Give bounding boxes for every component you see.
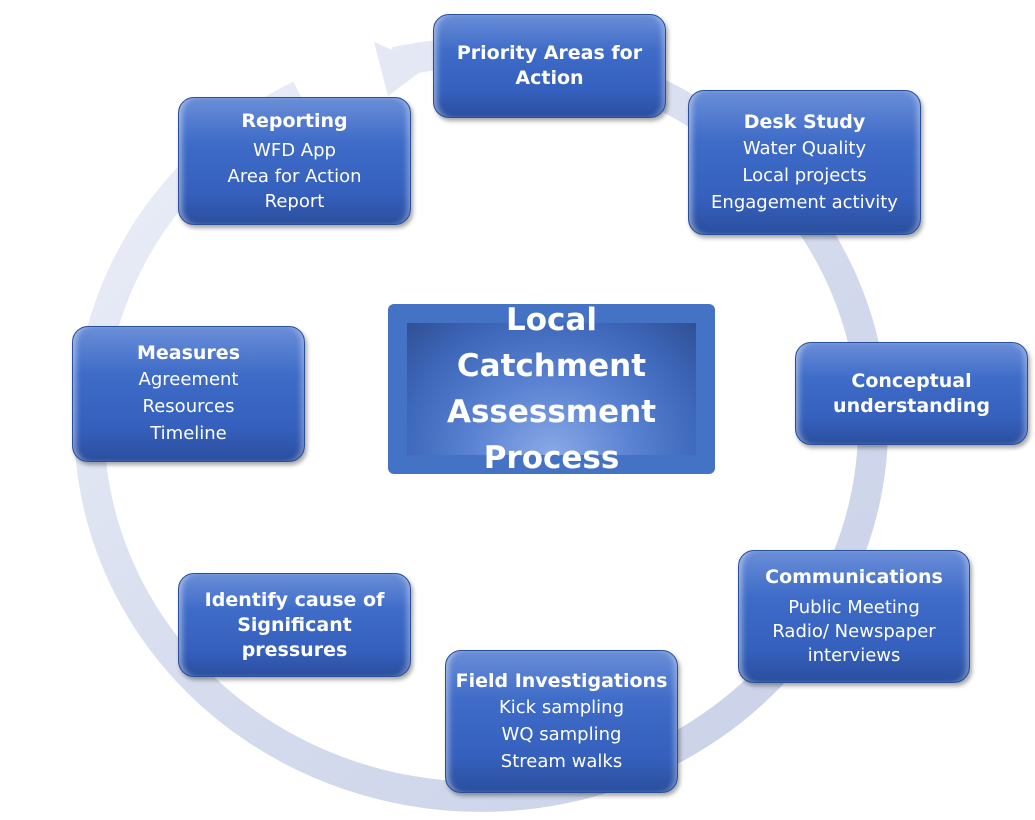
step-reporting: Reporting WFD App Area for Action Report [178,97,411,225]
step-item: Water Quality [742,137,867,159]
step-item: Engagement activity [711,191,898,213]
step-item: WFD App [253,139,336,161]
step-identify-cause: Identify cause of Significant pressures [178,573,411,677]
step-title: Identify cause of Significant pressures [204,588,385,661]
center-title: Local Catchment Assessment Process [407,302,696,476]
step-item: Stream walks [500,750,623,772]
step-item: Public Meeting [788,597,920,618]
step-item: Timeline [150,423,227,444]
step-title: Conceptual understanding [833,369,990,417]
step-title: Measures [136,342,240,364]
step-priority-areas: Priority Areas for Action [433,14,666,118]
step-title: Reporting [241,109,348,132]
step-item: Radio/ Newspaper interviews [772,621,936,666]
step-field-investigations: Field Investigations Kick sampling WQ sa… [445,650,678,793]
step-item: WQ sampling [501,723,622,745]
step-title: Desk Study [743,110,866,133]
step-item: Area for Action Report [227,165,362,212]
step-title: Communications [765,566,943,588]
step-title: Priority Areas for Action [456,42,643,89]
step-item: Agreement [138,369,239,390]
step-item: Resources [142,396,235,417]
step-desk-study: Desk Study Water Quality Local projects … [688,90,921,235]
arrowhead-icon [374,42,428,96]
center-title-box: Local Catchment Assessment Process [388,302,715,476]
step-measures: Measures Agreement Resources Timeline [72,326,305,462]
step-title: Field Investigations [455,669,668,692]
step-conceptual-understanding: Conceptual understanding [795,342,1028,445]
step-item: Kick sampling [498,696,625,718]
step-communications: Communications Public Meeting Radio/ New… [738,550,970,683]
step-item: Local projects [742,164,867,186]
